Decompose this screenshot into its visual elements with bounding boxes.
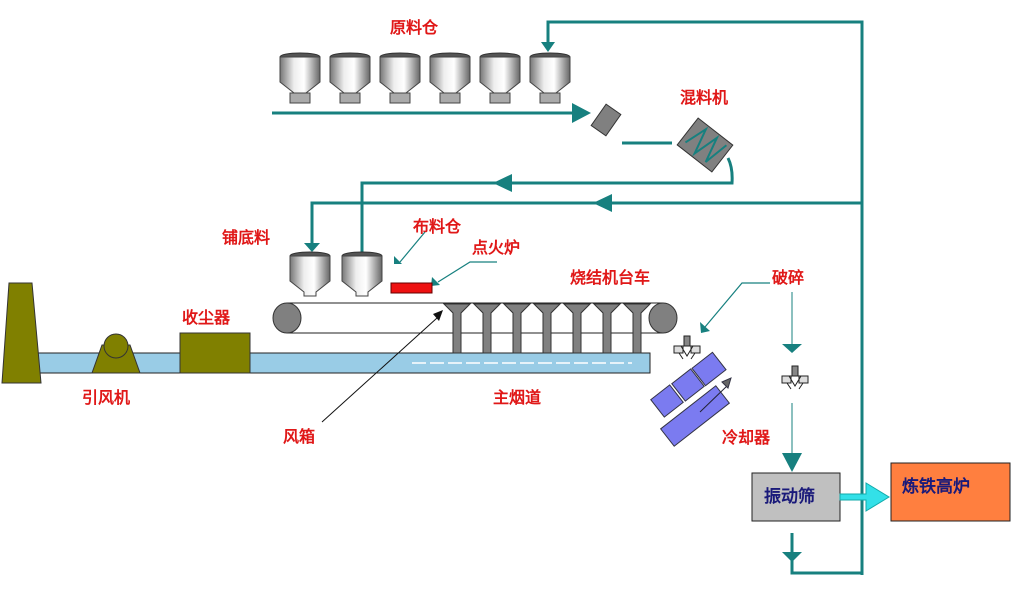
bin-feeder [389,92,411,104]
bin-feeder [339,92,361,104]
fan-icon [103,333,129,359]
windbox [592,303,622,354]
bedding-hopper [289,251,331,297]
raw-bin-hopper [329,52,371,98]
raw-bins-label: 原料仓 [390,18,439,37]
arrow-down-icon [782,344,802,353]
crusher-icon [673,335,701,360]
pointer-icon [700,322,710,333]
fan-base [91,344,141,374]
crusher-icon [781,365,809,390]
blast-furnace-box [890,462,1011,522]
mixer-drum [676,117,734,173]
pointer-icon [394,256,402,264]
bin-feeder [489,92,511,104]
pointer-icon [433,310,443,321]
windbox-label: 风箱 [283,427,315,446]
windbox [472,303,502,354]
windbox [532,303,562,354]
fines-return-line [790,533,862,575]
leader-line [437,261,497,283]
sinter-strand [272,302,678,334]
cooler [650,351,732,447]
raw-bin-hopper [279,52,321,98]
feeder-diamond [590,103,622,137]
dust-collector [179,332,251,374]
bin-feeder [289,92,311,104]
vibrating-screen-box [751,472,841,522]
arrow-down-icon [304,243,320,252]
product-arrow-icon [839,482,890,512]
bedding-line [310,201,862,244]
raw-bin-hopper [479,52,521,98]
arrow-down-icon [782,453,802,472]
arrow-down-icon [541,42,555,52]
windbox [562,303,592,354]
crusher-label: 破碎 [772,268,804,287]
blast-furnace-label: 炼铁高炉 [902,476,970,497]
sinter-car-label: 烧结机台车 [570,268,650,287]
dust-collector-label: 收尘器 [182,308,231,327]
windbox [442,303,472,354]
vibrating-screen-label: 振动筛 [764,486,815,507]
leader-line [704,282,770,328]
main-flue-label: 主烟道 [493,388,541,407]
return-fines-line [546,20,864,575]
raw-bin-hopper [529,52,571,98]
raw-bin-hopper [429,52,471,98]
feed-hopper [341,251,383,297]
raw-material-bins [279,52,571,104]
windboxes [442,303,652,354]
mixed-material-line [360,157,734,252]
arrow-right-icon [572,103,591,123]
bedding-label: 铺底料 [222,228,270,247]
raw-bin-hopper [379,52,421,98]
bin-feeder [539,92,561,104]
bin-feeder [439,92,461,104]
arrow-left-icon [593,194,612,212]
arrow-left-icon [493,174,512,192]
feed-bin-label: 布料仓 [413,217,462,236]
igniter-furnace [390,282,433,294]
leader-line [399,231,426,263]
chimney [1,282,42,384]
cooler-label: 冷却器 [722,428,771,447]
mixer-label: 混料机 [680,88,728,107]
fan-label: 引风机 [82,388,130,407]
igniter-label: 点火炉 [472,238,520,257]
windbox [502,303,532,354]
arrow-down-icon [782,552,802,562]
pointer-icon [431,277,440,286]
leader-line [321,317,438,423]
windbox [622,303,652,354]
